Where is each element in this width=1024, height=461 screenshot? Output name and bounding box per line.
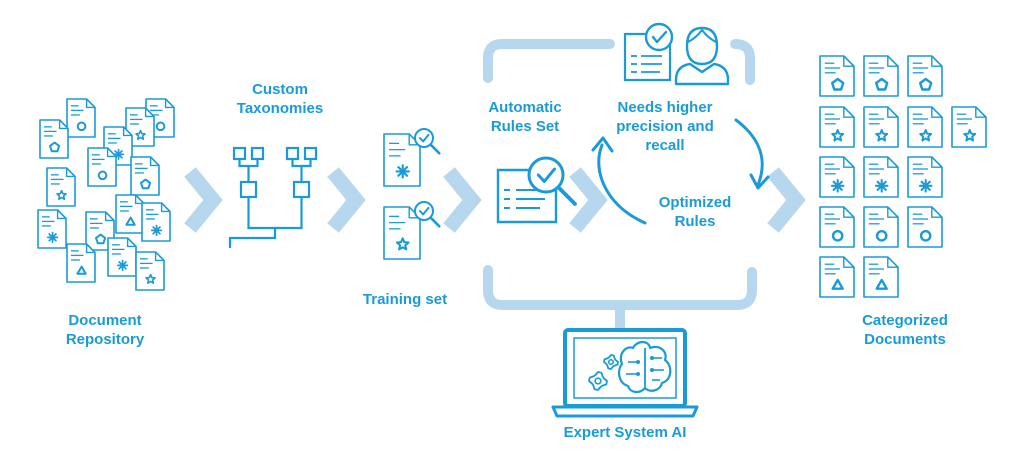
frame-top-left — [483, 39, 615, 83]
feedback-loop-frame — [483, 39, 757, 333]
document-icon — [383, 201, 441, 260]
document-icon — [819, 206, 855, 248]
document-icon — [951, 106, 987, 148]
chevron-right-icon — [184, 167, 223, 233]
document-icon — [141, 202, 171, 242]
chevron-right-icon — [767, 167, 806, 233]
document-icon — [819, 156, 855, 198]
document-icon — [125, 107, 155, 147]
document-icon — [863, 55, 899, 97]
categorized-documents-label: Categorized Documents — [862, 312, 948, 348]
document-icon — [863, 106, 899, 148]
document-icon — [907, 106, 943, 148]
document-icon — [819, 55, 855, 97]
document-icon — [863, 256, 899, 298]
document-icon — [115, 194, 145, 234]
document-icon — [103, 126, 133, 166]
document-icon — [66, 243, 96, 283]
document-icon — [130, 156, 160, 196]
document-icon — [863, 206, 899, 248]
circular-arrows-icon — [591, 118, 770, 225]
document-icon — [383, 128, 441, 187]
document-icon — [907, 55, 943, 97]
document-icon — [87, 147, 117, 187]
frame-bottom — [483, 265, 757, 310]
chevron-right-icon — [443, 167, 482, 233]
document-icon — [37, 209, 67, 249]
training-set-icons — [383, 128, 441, 260]
needs-higher-precision-label: Needs higher precision and recall — [616, 99, 714, 154]
document-icon — [863, 156, 899, 198]
optimized-rules-label: Optimized Rules — [658, 194, 732, 230]
taxonomy-tree-icon — [228, 146, 318, 248]
rules-set-icon — [496, 156, 577, 224]
laptop-brain-gear-icon — [551, 328, 699, 418]
document-icon — [39, 119, 69, 159]
document-icon — [107, 237, 137, 277]
document-icon — [46, 167, 76, 207]
flow-chevrons — [184, 167, 806, 233]
document-icon — [66, 98, 96, 138]
automatic-rules-set-label: Automatic Rules Set — [488, 99, 562, 135]
training-set-label: Training set — [362, 291, 448, 308]
custom-taxonomies-label: Custom Taxonomies — [236, 81, 324, 117]
person-reviewing-icon — [623, 22, 730, 86]
document-repository-icons — [37, 98, 175, 291]
chevron-right-icon — [569, 167, 608, 233]
document-repository-label: Document Repository — [65, 312, 145, 348]
document-icon — [819, 256, 855, 298]
document-icon — [135, 251, 165, 291]
chevron-right-icon — [327, 167, 366, 233]
frame-top-right — [730, 39, 755, 85]
expert-system-ai-label: Expert System AI — [563, 424, 687, 441]
categorized-documents-grid — [819, 55, 987, 298]
document-icon — [907, 206, 943, 248]
document-icon — [907, 156, 943, 198]
document-icon — [819, 106, 855, 148]
